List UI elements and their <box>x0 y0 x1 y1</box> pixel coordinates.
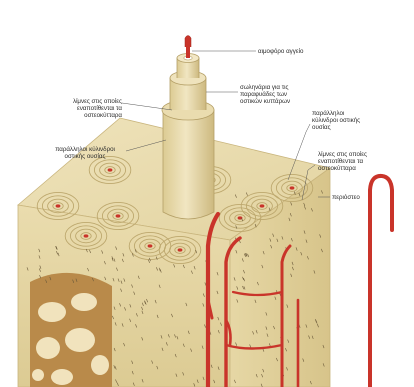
label-lacunae-right: λίμνες στις οποίες εναποτίθενται τα οστε… <box>318 151 367 173</box>
haversian-canal <box>178 248 183 251</box>
label-parallel-cylinders-right: παράλληλοι κύλινδροι οστικής ουσίας <box>312 110 360 132</box>
label-parallel-cylinders-left: παράλληλοι κύλινδροι οστικής ουσίας <box>44 146 126 160</box>
haversian-canal <box>84 234 89 237</box>
label-periosteum: περιόστεο <box>332 194 360 201</box>
haversian-canal <box>290 186 295 189</box>
haversian-canal <box>116 214 121 217</box>
haversian-canal <box>148 244 153 247</box>
label-canaliculi: σωληνάρια για τις παραφυάδες των οστικών… <box>240 84 290 106</box>
label-lacunae-left: λίμνες στις οποίες εναποτίθενται τα οστε… <box>40 98 122 120</box>
haversian-canal <box>108 168 113 171</box>
haversian-canal <box>260 204 265 207</box>
spongy-bone <box>30 273 112 387</box>
label-blood-vessel: αιμοφόρο αγγείο <box>258 48 303 55</box>
haversian-canal <box>56 204 61 207</box>
osteon-cylinder <box>162 54 214 220</box>
